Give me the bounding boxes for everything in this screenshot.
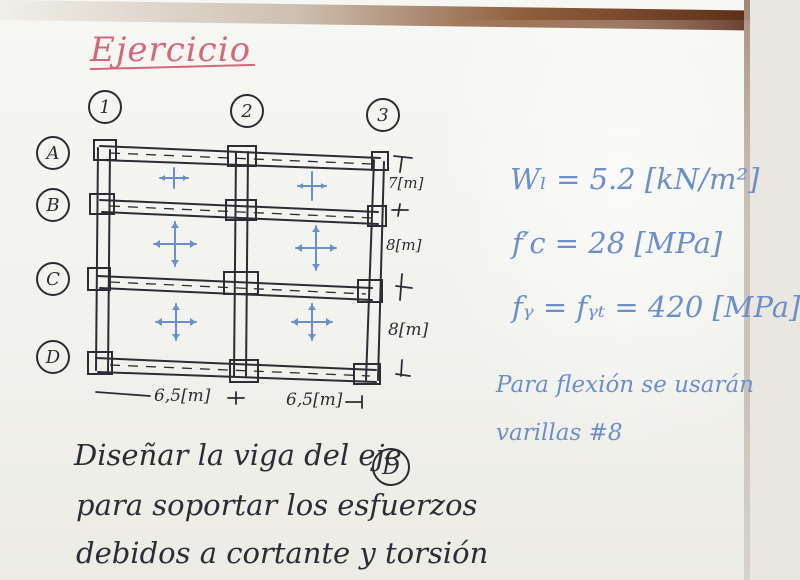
formula-steel-strength: fᵧ = fᵧₜ = 420 [MPa] [512,290,800,324]
note-line-2: varillas #8 [496,420,623,446]
axis-marker-A: A [36,136,70,170]
whiteboard-photo: Ejercicio [0,0,750,580]
task-line-3: debidos a cortante y torsión [76,536,489,570]
axis-marker-1: 1 [88,90,122,124]
light-glare [430,20,750,480]
dimension-span-A-B: 7[m] [388,174,424,192]
axis-marker-C: C [36,262,70,296]
axis-marker-2: 2 [230,94,264,128]
exercise-title: Ejercicio [90,30,252,70]
axis-marker-D: D [36,340,70,374]
slab-grid-drawing [87,139,413,409]
formula-live-load: Wₗ = 5.2 [kN/m²] [510,162,760,196]
formula-concrete-strength: f′c = 28 [MPa] [512,226,723,260]
dimension-span-B-C: 8[m] [386,236,422,254]
task-axis-marker-D: D [372,448,410,486]
dimension-span-1-2: 6,5[m] [154,386,211,406]
task-line-1: Diseñar la viga del eje [74,438,402,472]
task-line-2: para soportar los esfuerzos [76,488,478,522]
axis-marker-3: 3 [366,98,400,132]
axis-marker-B: B [36,188,70,222]
dimension-span-C-D: 8[m] [388,320,429,340]
note-line-1: Para flexión se usarán [496,372,754,398]
dimension-span-2-3: 6,5[m] [286,390,343,410]
